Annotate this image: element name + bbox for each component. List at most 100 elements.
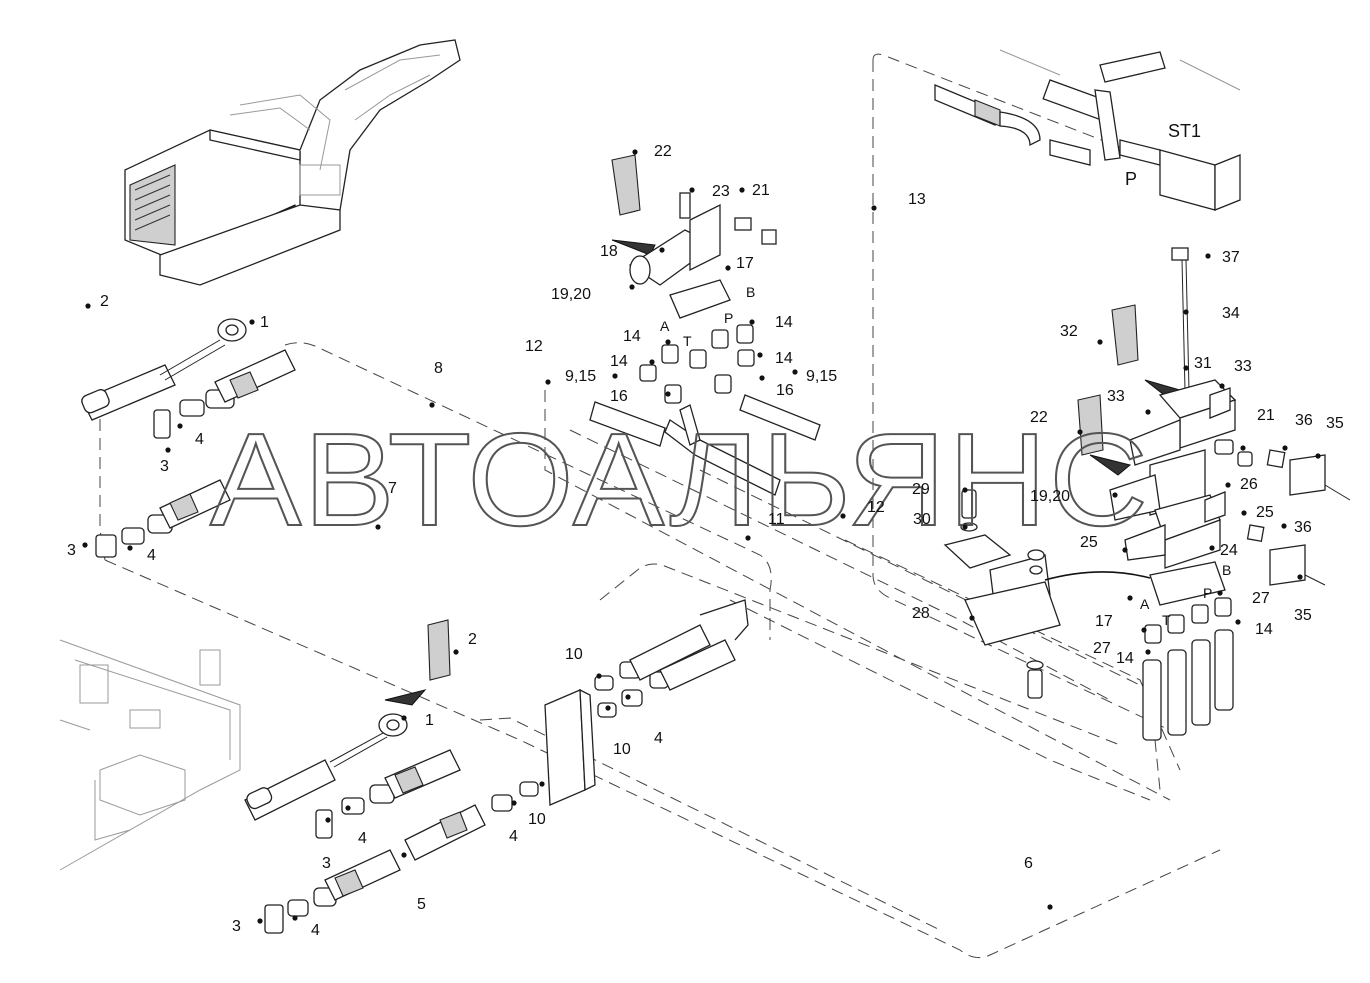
callout-label: 1 — [425, 712, 434, 729]
callout-label: 9,15 — [806, 368, 837, 385]
callout-label: 34 — [1222, 305, 1240, 322]
callout-marker-dot — [665, 339, 671, 345]
callout-marker-dot — [1127, 595, 1133, 601]
callout-marker-dot — [1235, 619, 1241, 625]
callout-marker-dot — [632, 149, 638, 155]
callout-label: 12 — [525, 338, 543, 355]
header-label-p: P — [1125, 169, 1137, 189]
callout-marker-dot — [1315, 453, 1321, 459]
callout-marker-dot — [745, 535, 751, 541]
port-letter-b-center: B — [746, 284, 755, 300]
callout-marker-dot — [165, 447, 171, 453]
callout-label: 18 — [600, 243, 618, 260]
callout-label: 35 — [1294, 607, 1312, 624]
callout-marker-dot — [1240, 445, 1246, 451]
callout-label: 36 — [1294, 519, 1312, 536]
base-plate-assembly — [943, 489, 1151, 699]
callout-label: 5 — [417, 896, 426, 913]
callout-label: 27 — [1252, 590, 1270, 607]
callout-label: 3 — [67, 542, 76, 559]
callout-label: 4 — [358, 830, 367, 847]
callout-marker-dot — [1281, 523, 1287, 529]
callout-marker-dot — [1145, 649, 1151, 655]
callout-marker-dot — [739, 187, 745, 193]
callout-label: 21 — [752, 182, 770, 199]
callout-marker-dot — [871, 205, 877, 211]
callout-marker-dot — [1241, 510, 1247, 516]
callout-marker-dot — [1077, 429, 1083, 435]
callout-label: 10 — [528, 811, 546, 828]
callout-label: 22 — [1030, 409, 1048, 426]
callout-marker-dot — [249, 319, 255, 325]
callout-label: 14 — [1116, 650, 1134, 667]
lift-cylinder-bottom — [244, 599, 749, 934]
callout-marker-dot — [1209, 545, 1215, 551]
callout-marker-dot — [401, 852, 407, 858]
callout-marker-dot — [1097, 339, 1103, 345]
callout-label: 3 — [322, 855, 331, 872]
port-letter-t-center: T — [683, 333, 692, 349]
callout-label: 23 — [712, 183, 730, 200]
callout-marker-dot — [429, 402, 435, 408]
callout-label: 33 — [1107, 388, 1125, 405]
callout-markers — [82, 149, 1321, 924]
callout-label: 4 — [509, 828, 518, 845]
callout-label: 29 — [912, 481, 930, 498]
callout-marker-dot — [325, 817, 331, 823]
callout-label: 33 — [1234, 358, 1252, 375]
callout-marker-dot — [962, 524, 968, 530]
callout-label: 24 — [1220, 542, 1238, 559]
port-letter-t-right: T — [1162, 612, 1171, 628]
callout-label: 25 — [1080, 534, 1098, 551]
callout-marker-dot — [82, 542, 88, 548]
callout-marker-dot — [725, 265, 731, 271]
callout-label: 13 — [908, 191, 926, 208]
callout-marker-dot — [257, 918, 263, 924]
callout-marker-dot — [1183, 365, 1189, 371]
callout-marker-dot — [292, 915, 298, 921]
callout-label: 4 — [195, 431, 204, 448]
callout-marker-dot — [1183, 309, 1189, 315]
callout-label: 10 — [565, 646, 583, 663]
callout-marker-dot — [401, 715, 407, 721]
callout-label: 27 — [1093, 640, 1111, 657]
callout-marker-dot — [962, 487, 968, 493]
callout-marker-dot — [177, 423, 183, 429]
callout-label: 1 — [260, 314, 269, 331]
callout-marker-dot — [1145, 409, 1151, 415]
port-letters: A T B P A T B P — [660, 284, 1231, 628]
lift-cylinder-top — [81, 318, 296, 439]
callout-marker-dot — [757, 352, 763, 358]
callout-marker-dot — [511, 800, 517, 806]
callout-marker-dot — [759, 375, 765, 381]
callout-label: 16 — [776, 382, 794, 399]
callout-label: 14 — [1255, 621, 1273, 638]
callout-label: 22 — [654, 143, 672, 160]
callout-label: 14 — [610, 353, 628, 370]
callout-marker-dot — [605, 705, 611, 711]
callout-marker-dot — [453, 649, 459, 655]
hose-row-middle — [95, 479, 231, 558]
frame-outline-illustration — [59, 639, 241, 871]
callout-label: 17 — [736, 255, 754, 272]
callout-label: 4 — [147, 547, 156, 564]
callout-marker-dot — [345, 805, 351, 811]
callout-marker-dot — [969, 615, 975, 621]
watermark-text: АВТОАЛЬЯНС — [210, 406, 1150, 553]
callout-marker-dot — [127, 545, 133, 551]
callout-marker-dot — [539, 781, 545, 787]
callout-label: 25 — [1256, 504, 1274, 521]
port-letter-b-right: B — [1222, 562, 1231, 578]
callout-label: 9,15 — [565, 368, 596, 385]
callout-marker-dot — [1122, 547, 1128, 553]
callout-label: 14 — [775, 314, 793, 331]
callout-marker-dot — [625, 694, 631, 700]
callout-marker-dot — [1225, 482, 1231, 488]
port-letter-a-right: A — [1140, 596, 1150, 612]
callout-label: 14 — [623, 328, 641, 345]
callout-label: 3 — [232, 918, 241, 935]
port-letter-p-center: P — [724, 310, 733, 326]
callout-marker-dot — [1282, 445, 1288, 451]
center-valve-assembly — [589, 154, 821, 496]
callout-marker-dot — [1205, 253, 1211, 259]
